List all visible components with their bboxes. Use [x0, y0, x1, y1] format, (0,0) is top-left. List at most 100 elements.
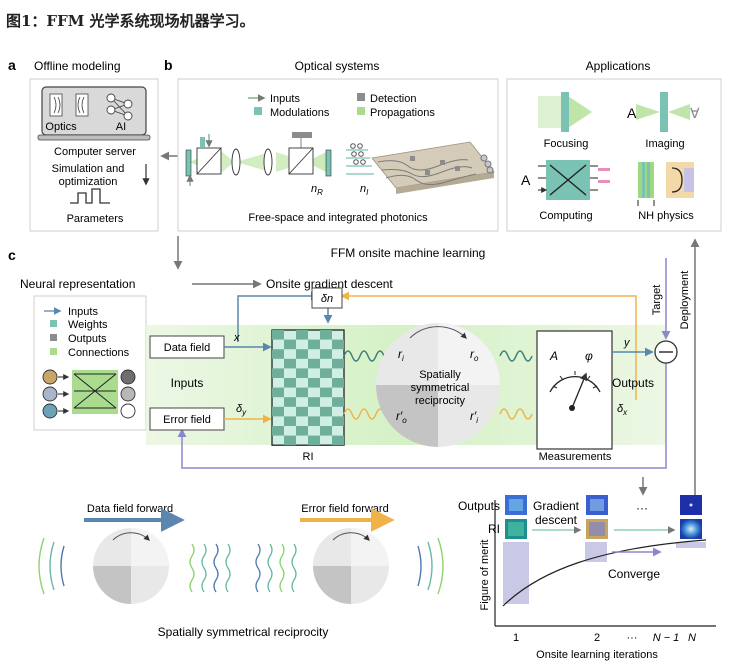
wavy-rays-middle-left — [189, 543, 231, 593]
gradient-descent-label-1: Gradient — [533, 499, 580, 513]
c-legend-outputs-label: Outputs — [68, 333, 107, 345]
ri-label: RI — [303, 451, 314, 463]
imaging-letter-inverted: ∀ — [690, 105, 700, 121]
ri-cell — [272, 426, 284, 436]
ai-label: AI — [116, 121, 126, 133]
bottom-ssr-label: Spatially symmetrical reciprocity — [158, 625, 329, 639]
r-o-prime-label: r′o — [396, 409, 407, 425]
ri-checkerboard — [271, 329, 345, 446]
outputs-label: Outputs — [612, 376, 654, 390]
plot-xlabel: Onsite learning iterations — [536, 649, 658, 661]
lavender-bar-n — [676, 542, 706, 548]
deployment-label: Deployment — [679, 271, 691, 330]
legend-propagations-label: Propagations — [370, 107, 435, 119]
plot-ylabel: Figure of merit — [479, 540, 491, 611]
gradient-loop-orange — [340, 291, 637, 400]
gauge-meter-icon — [549, 371, 601, 411]
ri-cell — [332, 339, 344, 350]
backward-wave-right — [499, 408, 533, 420]
mini-neural-network-icon — [42, 369, 136, 419]
legend-detection-label: Detection — [370, 93, 416, 105]
integrated-photonic-chip — [346, 141, 495, 194]
convergence-plot — [494, 495, 716, 627]
ri-cell — [332, 435, 344, 446]
parameters-waveform-icon — [70, 188, 110, 204]
ri-cell — [308, 378, 320, 388]
data-forward-label: Data field forward — [87, 503, 173, 515]
ri-cell — [332, 358, 344, 369]
ri-cell — [320, 426, 332, 436]
wavy-rays-middle-right — [255, 543, 297, 593]
phase-label: φ — [585, 349, 593, 363]
inputs-label: Inputs — [171, 376, 204, 390]
imaging-label: Imaging — [645, 138, 684, 150]
ri-cell — [284, 358, 296, 369]
delta-y-label: δy — [236, 403, 247, 417]
ri-cell — [284, 416, 296, 426]
ri-cell — [332, 378, 344, 388]
legend-modulations-swatch — [254, 107, 262, 115]
applications-title: Applications — [586, 59, 651, 73]
ri-cell — [308, 397, 320, 407]
ri-cell — [320, 387, 332, 398]
ri-cell — [272, 349, 284, 359]
ri-cell — [308, 416, 320, 426]
ri-cell — [284, 397, 296, 407]
computing-icon — [538, 160, 610, 200]
panel-b-title: Optical systems — [295, 59, 380, 73]
ri-cell — [284, 435, 296, 446]
plot-tick-n: N — [688, 632, 696, 644]
ri-cell — [308, 358, 320, 369]
imaging-icon — [636, 92, 690, 132]
error-field-label: Error field — [163, 414, 211, 426]
panel-b-letter: b — [164, 57, 173, 73]
panel-b-caption: Free-space and integrated photonics — [248, 212, 428, 224]
bottom-circle-right — [313, 528, 389, 604]
focusing-icon — [538, 92, 592, 132]
free-space-optics — [185, 132, 332, 186]
ri-cell — [296, 387, 308, 398]
error-loop-lavender — [177, 360, 667, 469]
plot-tick-n-minus-1: N − 1 — [653, 632, 680, 644]
ri-cell — [320, 330, 332, 340]
r-o-label: ro — [470, 347, 479, 363]
r-i-prime-label: r′i — [470, 409, 478, 425]
panel-a-letter: a — [8, 57, 16, 73]
ri-cell — [296, 406, 308, 417]
wavefront-arcs-right — [417, 537, 444, 595]
delta-n-box — [311, 287, 343, 309]
gradient-loop-blue — [237, 291, 320, 342]
nh-physics-icon — [637, 162, 694, 206]
panel-a-title: Offline modeling — [34, 59, 121, 73]
ri-cell — [296, 368, 308, 378]
plot-outputs-label: Outputs — [458, 499, 500, 513]
converge-label: Converge — [608, 567, 660, 581]
measurements-label: Measurements — [539, 451, 612, 463]
plot-tick-1: 1 — [513, 632, 519, 644]
neural-representation-label: Neural representation — [20, 277, 135, 291]
onsite-gradient-descent-label: Onsite gradient descent — [266, 277, 393, 291]
ri-cell — [272, 387, 284, 398]
data-field-label: Data field — [164, 342, 210, 354]
plot-ri-label: RI — [488, 522, 500, 536]
ri-cell — [272, 368, 284, 378]
legend-inputs-label: Inputs — [270, 93, 300, 105]
backward-wave-left — [343, 408, 385, 420]
ri-cell — [332, 416, 344, 426]
computing-letter-a: A — [521, 172, 531, 188]
ri-cell — [284, 339, 296, 350]
ssr-label-3: reciprocity — [415, 395, 466, 407]
ri-cell — [332, 397, 344, 407]
x-label: x — [233, 332, 240, 344]
delta-x-label: δx — [617, 403, 628, 417]
plot-dots-label: ··· — [636, 501, 648, 515]
ri-cell — [308, 339, 320, 350]
ri-tile-n — [680, 519, 702, 539]
computing-label: Computing — [539, 210, 592, 222]
ri-cell — [320, 349, 332, 359]
measurements-box — [536, 330, 613, 450]
r-i-label: ri — [398, 347, 404, 363]
parameters-label: Parameters — [67, 213, 124, 225]
ri-cell — [272, 330, 284, 340]
